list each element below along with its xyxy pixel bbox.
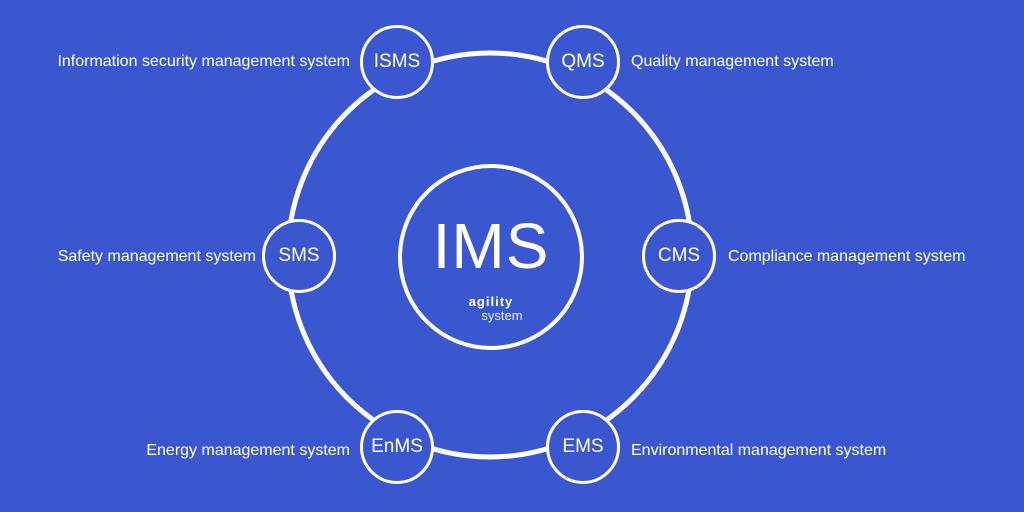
node-label-ems: EMS: [562, 436, 604, 457]
node-ems: EMS: [546, 410, 620, 484]
description-isms: Information security management system: [57, 53, 350, 70]
description-qms: Quality management system: [631, 53, 834, 70]
description-enms: Energy management system: [146, 442, 350, 459]
node-enms: EnMS: [360, 410, 434, 484]
node-cms: CMS: [642, 219, 716, 293]
node-label-enms: EnMS: [371, 436, 423, 457]
logo-text-system: system: [481, 308, 523, 323]
node-label-qms: QMS: [561, 51, 605, 72]
node-label-isms: ISMS: [373, 51, 421, 72]
node-sms: SMS: [262, 219, 336, 293]
node-isms: ISMS: [360, 25, 434, 99]
node-label-sms: SMS: [278, 245, 320, 266]
node-qms: QMS: [546, 25, 620, 99]
node-label-cms: CMS: [657, 245, 701, 266]
description-ems: Environmental management system: [631, 442, 887, 459]
description-sms: Safety management system: [57, 248, 256, 265]
description-cms: Compliance management system: [728, 248, 966, 265]
center-circle: IMS agility system: [398, 164, 584, 350]
logo-text-agility: agility: [468, 294, 514, 309]
center-title: IMS: [432, 210, 550, 282]
